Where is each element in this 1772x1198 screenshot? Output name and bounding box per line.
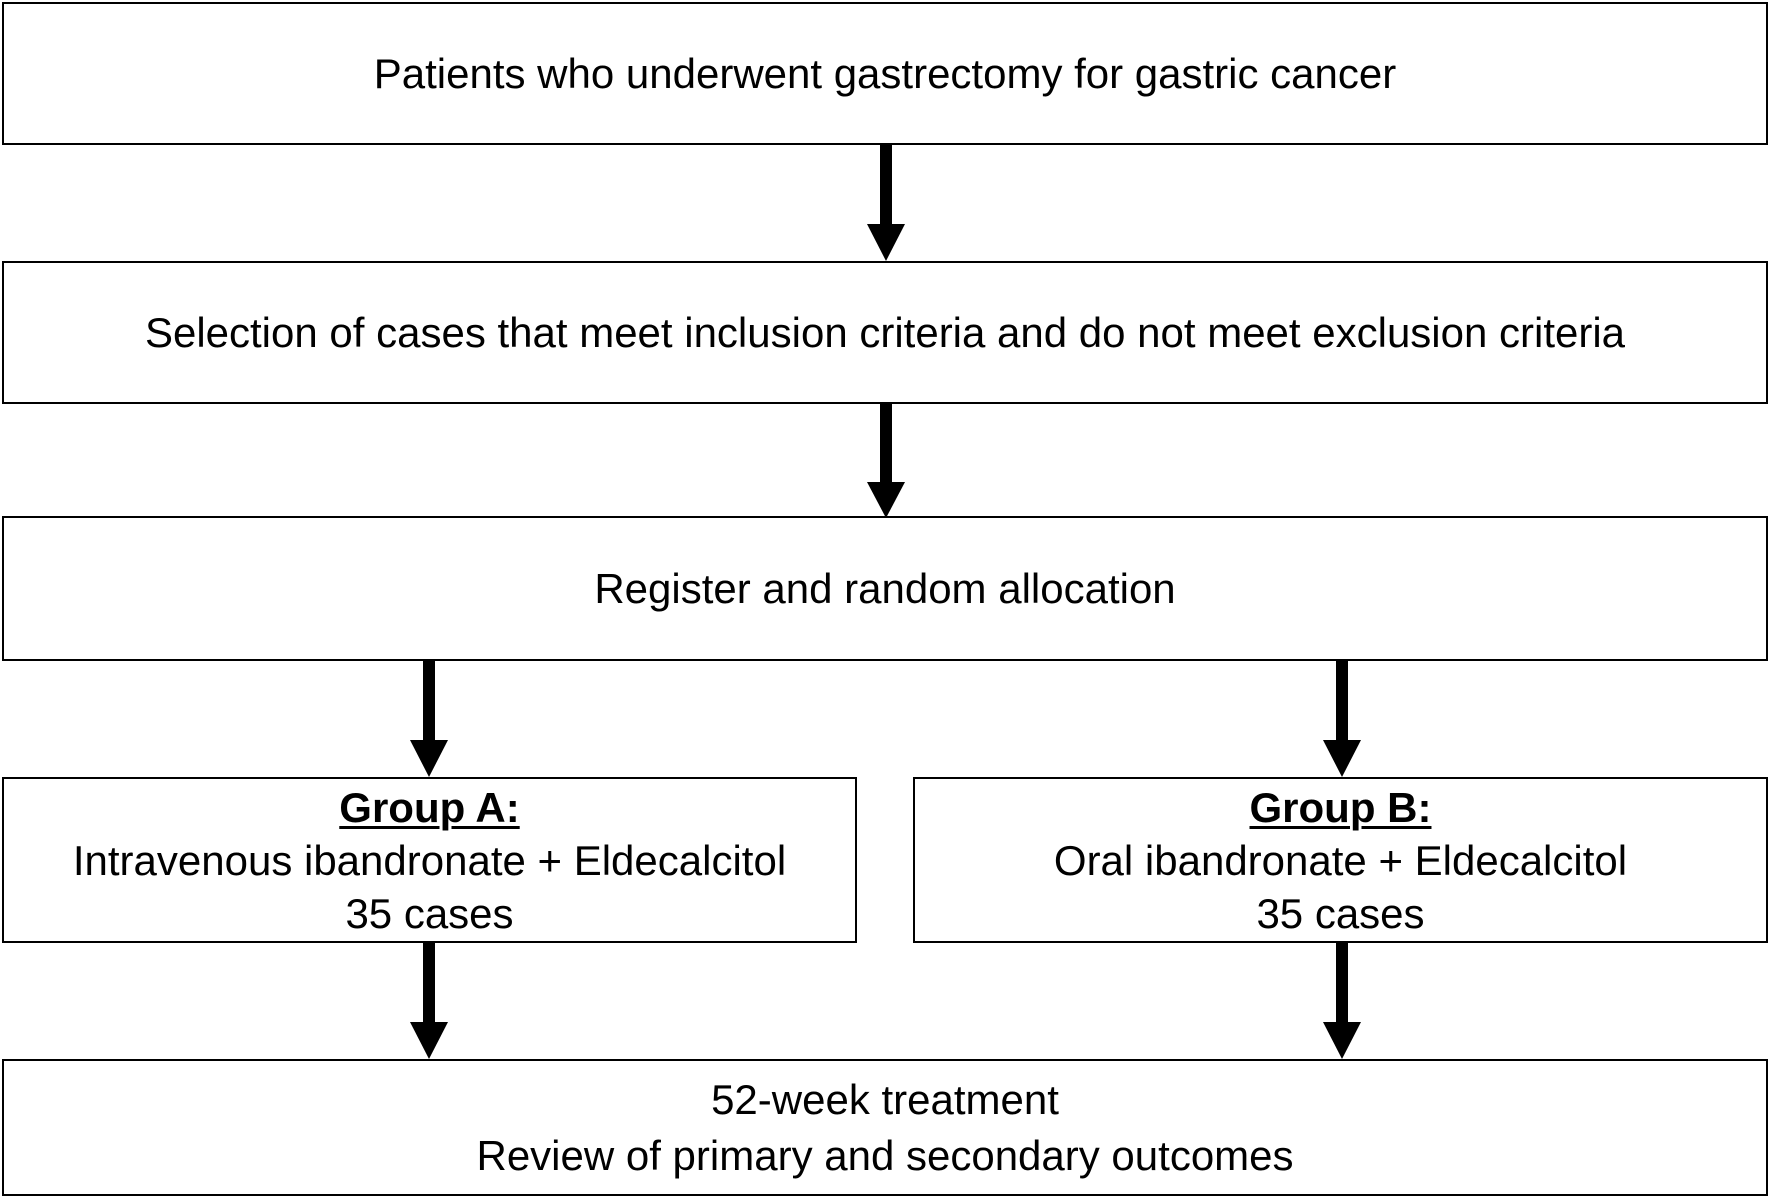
selection-box: Selection of cases that meet inclusion c… xyxy=(2,261,1768,404)
group-a-cases: 35 cases xyxy=(345,889,514,937)
outcome-box: 52-week treatment Review of primary and … xyxy=(2,1059,1768,1196)
arrow-allocation-to-group-a xyxy=(410,661,448,777)
outcome-line-1: 52-week treatment xyxy=(711,1075,1059,1123)
group-a-title: Group A: xyxy=(339,783,520,831)
arrow-group-b-to-outcome xyxy=(1323,943,1361,1059)
screening-box: Patients who underwent gastrectomy for g… xyxy=(2,2,1768,145)
allocation-box: Register and random allocation xyxy=(2,516,1768,661)
arrow-screening-to-selection xyxy=(867,145,905,261)
group-a-treatment: Intravenous ibandronate + Eldecalcitol xyxy=(72,836,787,884)
group-b-cases: 35 cases xyxy=(1256,889,1425,937)
group-b-treatment: Oral ibandronate + Eldecalcitol xyxy=(1053,836,1628,884)
group-b-box: Group B: Oral ibandronate + Eldecalcitol… xyxy=(913,777,1768,943)
screening-text: Patients who underwent gastrectomy for g… xyxy=(373,50,1397,97)
arrow-group-a-to-outcome xyxy=(410,943,448,1059)
group-b-title: Group B: xyxy=(1249,783,1432,831)
arrow-allocation-to-group-b xyxy=(1323,661,1361,777)
arrow-selection-to-allocation xyxy=(867,404,905,518)
group-a-box: Group A: Intravenous ibandronate + Eldec… xyxy=(2,777,857,943)
allocation-text: Register and random allocation xyxy=(594,565,1176,612)
outcome-line-2: Review of primary and secondary outcomes xyxy=(476,1131,1294,1179)
selection-text: Selection of cases that meet inclusion c… xyxy=(144,309,1626,356)
